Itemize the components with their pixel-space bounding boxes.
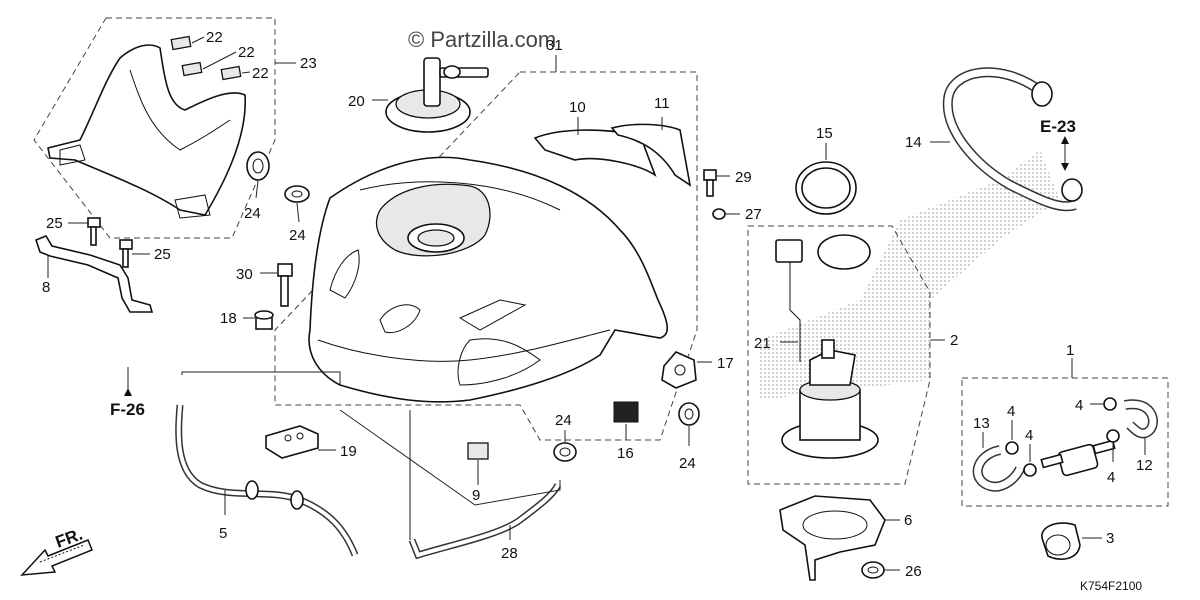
drain-hose-part (175, 404, 359, 557)
bolt-part (87, 217, 101, 246)
fuel-filter-part (1040, 439, 1116, 477)
grommet-part (246, 151, 270, 181)
callout-14[interactable]: 14 (905, 134, 922, 151)
pad-part (220, 65, 242, 81)
bracket-part (35, 235, 154, 313)
callout-23[interactable]: 23 (300, 55, 317, 72)
breather-hose-part (408, 483, 562, 560)
callout-9[interactable]: 9 (472, 487, 480, 504)
callout-2[interactable]: 2 (950, 332, 958, 349)
grommet-part (284, 185, 310, 203)
callout-20[interactable]: 20 (348, 93, 365, 110)
front-cover-part (47, 44, 246, 219)
callout-29[interactable]: 29 (735, 169, 752, 186)
callout-8[interactable]: 8 (42, 279, 50, 296)
nut-part (861, 561, 885, 579)
callout-26[interactable]: 26 (905, 563, 922, 580)
heat-guard-part (533, 129, 657, 178)
callout-12[interactable]: 12 (1136, 457, 1153, 474)
callout-16[interactable]: 16 (617, 445, 634, 462)
fuel-pump-part (775, 234, 879, 459)
callout-11[interactable]: 11 (654, 95, 670, 112)
callout-4[interactable]: 4 (1107, 469, 1115, 486)
callout-17[interactable]: 17 (717, 355, 734, 372)
bolt-part (277, 263, 293, 307)
ref-f26: F-26 (110, 400, 145, 419)
pad-part (170, 35, 192, 51)
hose-clamp-part (1106, 429, 1120, 443)
washer-part (712, 208, 726, 220)
fuel-tank-part (308, 156, 669, 403)
fuel-cap-part (385, 57, 489, 133)
holder-part (1041, 522, 1081, 560)
callout-3[interactable]: 3 (1106, 530, 1114, 547)
callout-6[interactable]: 6 (904, 512, 912, 529)
grommet-part (553, 442, 577, 462)
callout-22[interactable]: 22 (206, 29, 223, 46)
callout-19[interactable]: 19 (340, 443, 357, 460)
hose-clamp-part (1103, 397, 1117, 411)
set-plate-part (779, 495, 886, 581)
callout-5[interactable]: 5 (219, 525, 227, 542)
callout-4[interactable]: 4 (1025, 427, 1033, 444)
ref-e23: E-23 (1040, 117, 1076, 136)
heat-guard-part (610, 123, 692, 187)
callout-24[interactable]: 24 (244, 205, 261, 222)
callout-15[interactable]: 15 (816, 125, 833, 142)
bolt-part (703, 169, 717, 197)
callout-25[interactable]: 25 (46, 215, 63, 232)
pump-group-outline (747, 225, 931, 485)
filter-hose-part (1124, 399, 1158, 439)
callout-27[interactable]: 27 (745, 206, 762, 223)
watermark: © Partzilla.com (408, 27, 556, 52)
pad-part (181, 61, 203, 77)
diagram-code: K754F2100 (1080, 579, 1142, 593)
callout-31[interactable]: 31 (546, 37, 563, 54)
callout-24[interactable]: 24 (289, 227, 306, 244)
hose-clamp-part (1023, 463, 1037, 477)
callout-1[interactable]: 1 (1066, 342, 1074, 359)
callout-18[interactable]: 18 (220, 310, 237, 327)
bolt-part (119, 239, 133, 268)
callout-25[interactable]: 25 (154, 246, 171, 263)
callout-4[interactable]: 4 (1007, 403, 1015, 420)
callout-28[interactable]: 28 (501, 545, 518, 562)
grommet-part (678, 402, 700, 426)
front-direction-arrow (20, 539, 93, 576)
callout-4[interactable]: 4 (1075, 397, 1083, 414)
fuel-hose-part (942, 67, 1083, 212)
tank-group-outline (274, 71, 698, 441)
gasket-part (795, 161, 857, 215)
clamp-part (265, 425, 319, 459)
clip-part (661, 351, 697, 389)
callout-24[interactable]: 24 (555, 412, 572, 429)
callout-21[interactable]: 21 (754, 335, 771, 352)
filter-hose-part (972, 445, 1025, 492)
callout-24[interactable]: 24 (679, 455, 696, 472)
callout-22[interactable]: 22 (238, 44, 255, 61)
hose-clamp-part (1005, 441, 1019, 455)
callout-22[interactable]: 22 (252, 65, 269, 82)
shading (760, 150, 1060, 400)
collar-part (254, 310, 274, 330)
callout-30[interactable]: 30 (236, 266, 253, 283)
callout-10[interactable]: 10 (569, 99, 586, 116)
cover-group-outline (33, 17, 276, 239)
pad-part (467, 442, 489, 460)
callout-13[interactable]: 13 (973, 415, 990, 432)
filter-group-outline (961, 377, 1169, 507)
absorber-pad-part (613, 401, 639, 423)
